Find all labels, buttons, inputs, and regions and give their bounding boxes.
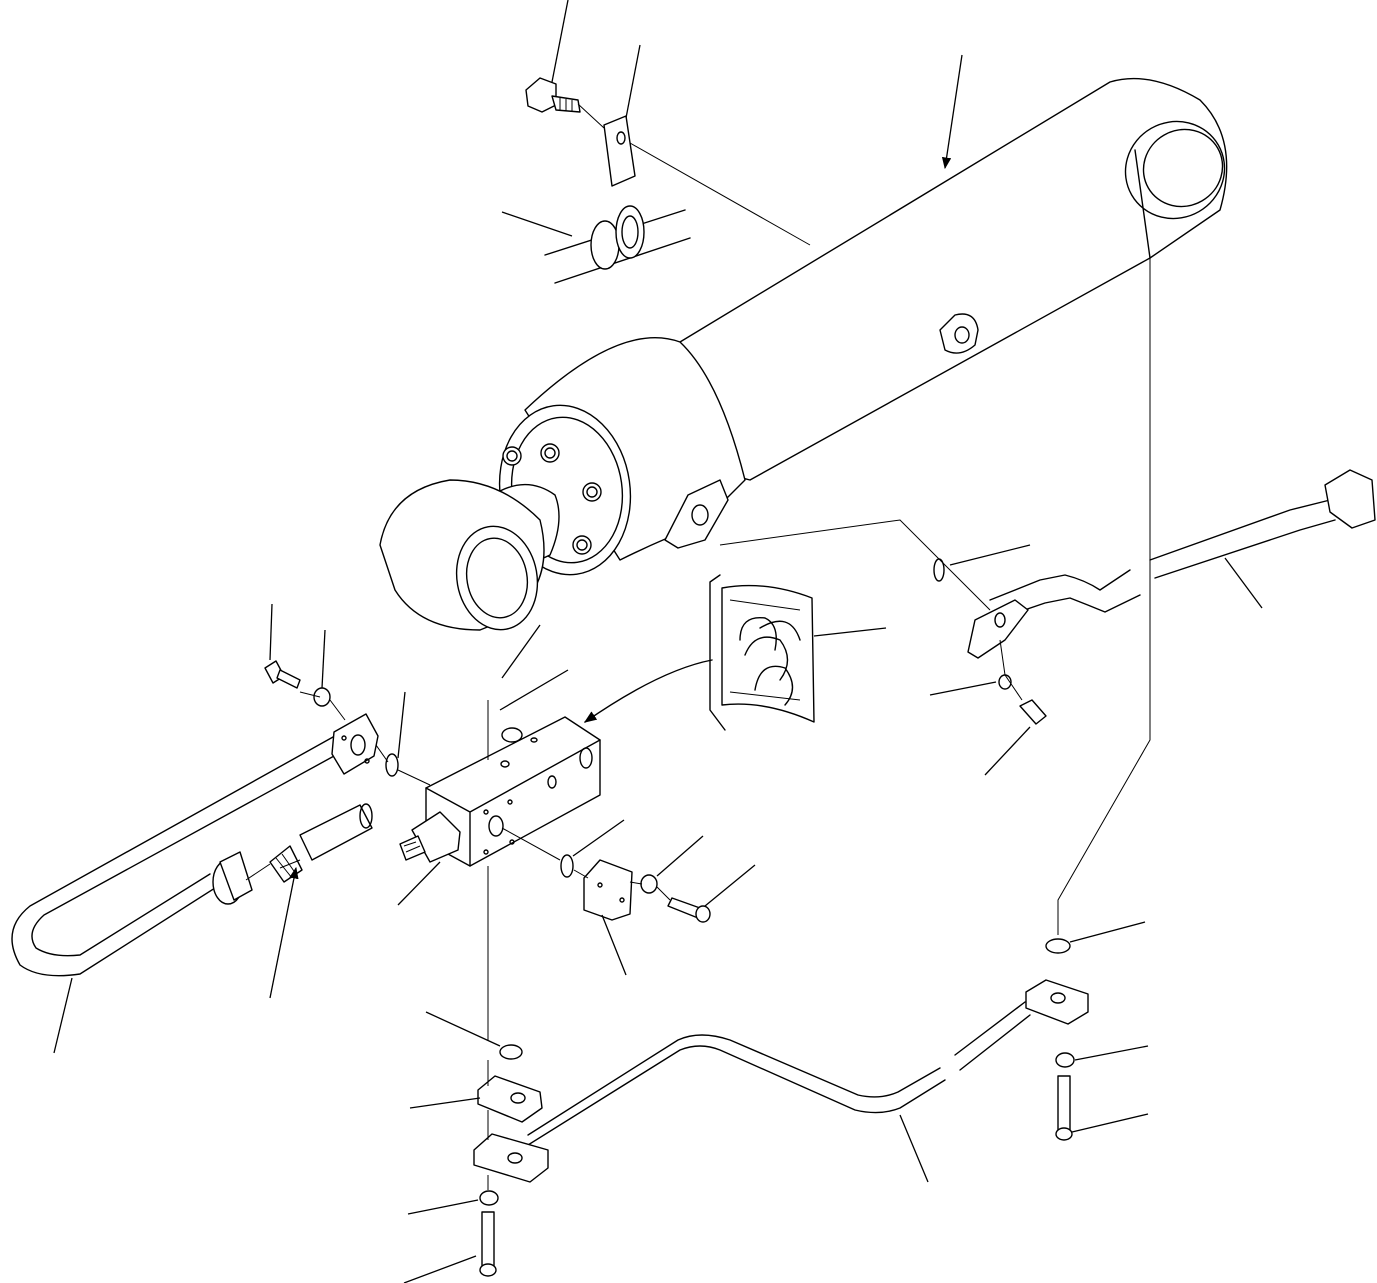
arrows-bulletin-icon xyxy=(583,574,815,731)
leader-lines xyxy=(53,0,1263,1283)
o-ring-left xyxy=(385,753,399,777)
lower-pipe xyxy=(519,1001,1031,1151)
upper-right-pipe xyxy=(933,469,1376,725)
o-ring-lower xyxy=(499,1044,523,1060)
pipe-grommet xyxy=(544,205,691,284)
split-flange-right xyxy=(583,859,633,921)
assembly-lines xyxy=(245,103,1151,1190)
washer-lower-right xyxy=(1055,1052,1075,1068)
washer-lower xyxy=(479,1190,499,1206)
u-pipe xyxy=(11,731,346,977)
lower-flange-left xyxy=(473,1044,549,1277)
bolt-upper-right xyxy=(1019,699,1047,725)
flange-bolt-right xyxy=(667,897,711,923)
flange-bolt-left xyxy=(264,660,301,689)
clamp-bolt xyxy=(525,77,581,113)
clamp-plate xyxy=(603,115,636,187)
o-ring-lower-right xyxy=(1045,938,1071,954)
washer-left xyxy=(313,687,331,707)
valve-block xyxy=(425,716,601,867)
hydraulic-cylinder xyxy=(379,77,1228,631)
split-flange-left xyxy=(331,713,379,775)
bolt-lower-right xyxy=(1057,1075,1071,1133)
o-ring-right xyxy=(560,854,574,878)
relief-valve xyxy=(399,811,461,863)
washer-right xyxy=(640,874,658,894)
sensor xyxy=(269,803,373,883)
bolt-lower xyxy=(481,1211,495,1269)
lower-flange-right xyxy=(1025,938,1089,1141)
